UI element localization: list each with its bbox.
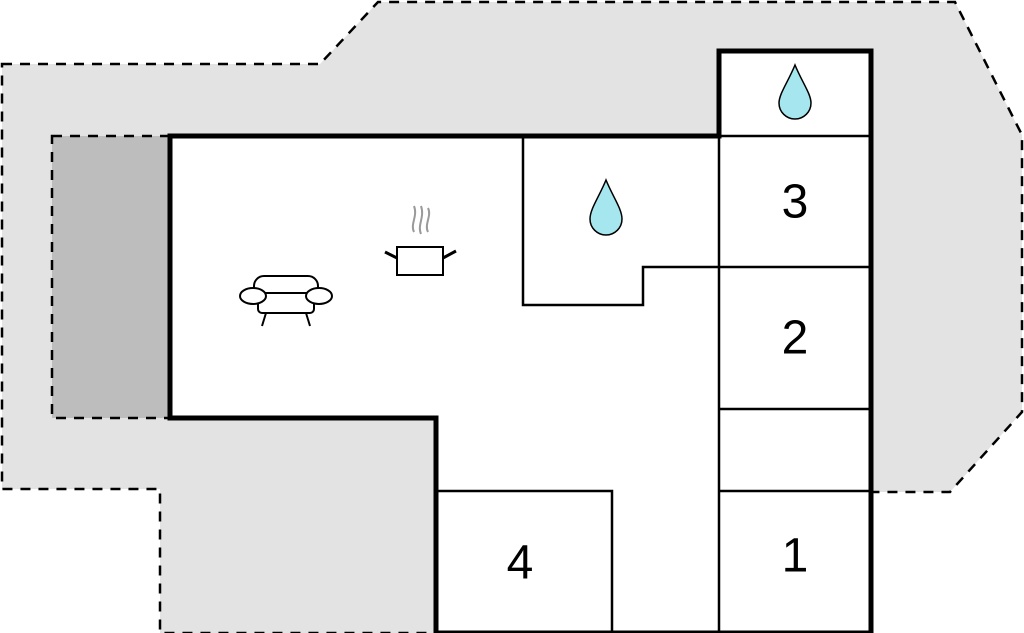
room-3-label: 3 <box>782 176 809 229</box>
room-1-label: 1 <box>782 530 809 583</box>
building-interior <box>170 51 871 633</box>
cooking-pot-icon <box>384 205 457 276</box>
sofa-icon <box>239 275 333 327</box>
room-2-label: 2 <box>782 312 809 365</box>
water-drop-icon <box>589 178 623 236</box>
exterior-walls <box>167 48 874 633</box>
terrace-area <box>50 134 172 420</box>
water-drop-icon <box>778 63 812 120</box>
room-4-label: 4 <box>507 537 534 590</box>
interior-walls <box>436 134 871 633</box>
